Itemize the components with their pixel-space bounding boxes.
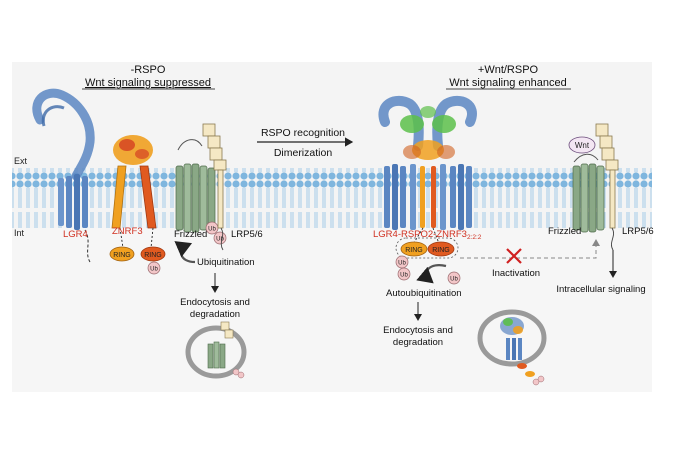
left-endosome <box>185 321 247 379</box>
frizzled-left <box>175 139 216 233</box>
intracellular-signaling-label: Intracellular signaling <box>556 284 645 295</box>
svg-text:Ub: Ub <box>400 273 408 279</box>
extracellular-label: Ext <box>14 156 28 166</box>
autoubiquitination-label: Autoubiquitination <box>386 288 462 299</box>
right-heading-condition: +Wnt/RSPO <box>478 64 539 76</box>
svg-text:Ub: Ub <box>450 277 458 283</box>
frizzled-right <box>572 153 605 233</box>
svg-text:Ub: Ub <box>216 237 224 243</box>
transition-label-recognition: RSPO recognition <box>261 127 345 139</box>
wnt-label: Wnt <box>575 141 590 150</box>
right-endocytosis-line2: degradation <box>393 337 443 348</box>
lgr4-label: LGR4 <box>63 229 88 240</box>
left-endocytosis-line1: Endocytosis and <box>180 297 250 308</box>
cell-membrane <box>12 168 652 228</box>
intracellular-region <box>12 228 652 392</box>
lrp-left-label: LRP5/6 <box>231 229 263 240</box>
ring-domain-right-b: RING <box>427 241 455 257</box>
right-heading-state: Wnt signaling enhanced <box>449 77 566 89</box>
znrf3-protein <box>111 135 157 249</box>
wnt-ligand: Wnt <box>568 136 596 154</box>
svg-text:RING: RING <box>144 252 162 259</box>
lrp-right-label: LRP5/6 <box>622 226 654 237</box>
lgr4-protein <box>32 88 95 263</box>
ring-domain-left-b: RING <box>140 246 166 262</box>
left-endocytosis-line2: degradation <box>190 309 240 320</box>
svg-text:Ub: Ub <box>398 261 406 267</box>
znrf3-label: ZNRF3 <box>112 226 143 237</box>
left-heading-condition: -RSPO <box>131 64 166 76</box>
autoubiquitination-arrow <box>416 264 447 284</box>
left-heading-state: Wnt signaling suppressed <box>85 77 211 89</box>
svg-text:RING: RING <box>432 247 450 254</box>
intracellular-label: Int <box>14 228 25 238</box>
svg-text:RING: RING <box>113 252 131 259</box>
right-endocytosis-line1: Endocytosis and <box>383 325 453 336</box>
ubiquitination-label: Ubiquitination <box>197 257 255 268</box>
lgr4-rspo2-znrf3-complex <box>378 95 477 247</box>
svg-text:Ub: Ub <box>150 267 158 273</box>
inactivation-arrow <box>460 239 600 259</box>
right-endosome <box>477 309 547 386</box>
ubiquitination-arrow <box>174 241 196 264</box>
ub-left-2: Ub <box>205 221 219 235</box>
ub-right-3: Ub <box>447 271 461 285</box>
ub-right-2: Ub <box>397 267 411 281</box>
svg-text:RING: RING <box>405 247 423 254</box>
right-ring-group-outline <box>395 237 459 259</box>
ring-domain-left-a: RING <box>109 246 135 262</box>
ring-domain-right-a: RING <box>400 241 428 257</box>
frizzled-left-label: Frizzled <box>174 229 207 240</box>
ub-left-1: Ub <box>147 261 161 275</box>
lrp-left <box>202 123 227 251</box>
ub-right-1: Ub <box>395 255 409 269</box>
ub-left-3: Ub <box>213 231 227 245</box>
inactivation-cross-icon <box>506 248 522 264</box>
svg-text:Ub: Ub <box>208 227 216 233</box>
lrp-right <box>595 123 619 251</box>
transition-label-dimerization: Dimerization <box>274 147 333 159</box>
complex-label: LGR4-RSPO2-ZNRF32:2:2 <box>373 229 482 241</box>
frizzled-right-label: Frizzled <box>548 226 581 237</box>
inactivation-label: Inactivation <box>492 268 540 279</box>
